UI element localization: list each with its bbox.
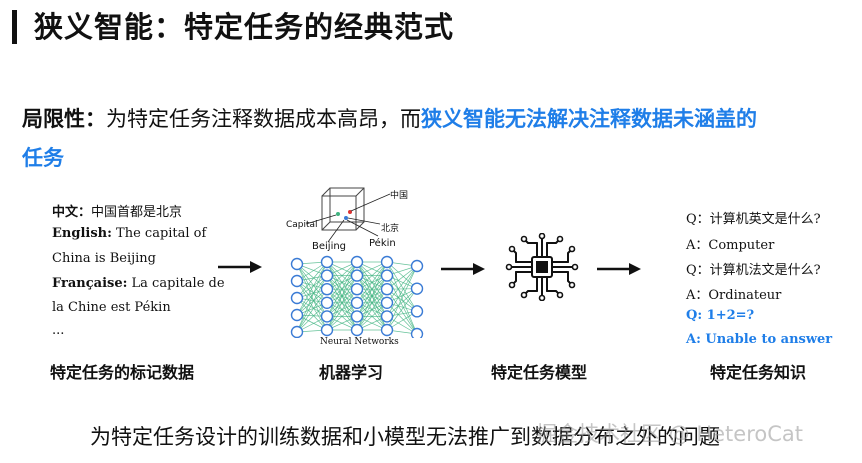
nn-edge	[326, 275, 358, 331]
nn-node	[380, 296, 394, 309]
page-title: 狭义智能：特定任务的经典范式	[34, 10, 455, 44]
nn-edge	[356, 275, 388, 331]
qa-line-highlight: A: Unable to answer	[686, 332, 833, 347]
nn-node	[320, 255, 334, 269]
nn-edge	[296, 275, 328, 333]
nn-edge	[296, 288, 328, 333]
nn-node	[410, 305, 424, 318]
nn-node	[290, 274, 304, 288]
nn-node	[350, 283, 364, 296]
stage-label-task-knowledge: 特定任务知识	[710, 363, 807, 382]
nn-edge	[296, 280, 328, 317]
nn-node	[290, 308, 304, 322]
nn-edge	[386, 288, 418, 331]
cube-label-zh: 中国	[390, 191, 409, 201]
nn-edge	[386, 265, 418, 304]
example-line: Française: La capitale de	[52, 276, 225, 291]
nn-edge	[296, 297, 328, 331]
nn-node	[410, 259, 424, 273]
nn-edge	[296, 261, 328, 299]
bottom-caption: 为特定任务设计的训练数据和小模型无法推广到数据分布之外的问题	[90, 425, 720, 449]
nn-edge	[326, 261, 358, 317]
nn-edge	[386, 275, 418, 312]
qa-line: A：Computer	[686, 238, 775, 253]
nn-node	[380, 283, 394, 296]
nn-edge	[296, 280, 328, 331]
stage-label-labeled-data: 特定任务的标记数据	[50, 363, 195, 382]
nn-caption: Neural Networks	[320, 337, 399, 347]
subtitle-line-1: 局限性：为特定任务注释数据成本高昂，而狭义智能无法解决注释数据未涵盖的	[22, 103, 757, 133]
nn-node	[320, 310, 334, 323]
nn-node	[290, 291, 304, 305]
nn-node	[410, 282, 424, 295]
example-line: China is Beijing	[52, 251, 156, 266]
neural-network-diagram	[290, 255, 424, 338]
nn-edge	[356, 261, 388, 290]
nn-edge	[296, 275, 328, 316]
nn-edge	[356, 302, 388, 331]
nn-node	[350, 310, 364, 323]
nn-edge	[386, 261, 418, 289]
example-line: la Chine est Pékin	[52, 300, 171, 315]
stage-label-machine-learning: 机器学习	[319, 363, 384, 382]
cube-label-capital: Capital	[286, 220, 318, 230]
nn-edge	[296, 275, 328, 299]
nn-node	[350, 269, 364, 282]
example-line: 中文：中国首都是北京	[52, 205, 183, 220]
nn-edge	[386, 288, 418, 312]
example-line: ...	[52, 323, 65, 338]
nn-node	[320, 283, 334, 296]
subtitle-highlight-2: 任务	[22, 146, 64, 170]
nn-node	[290, 325, 304, 338]
nn-edge	[386, 261, 418, 312]
nn-edge	[296, 288, 328, 316]
watermark: 掘金技术社区 @ HeteroCat	[536, 422, 804, 446]
subtitle-line-2: 任务	[22, 142, 64, 172]
nn-node	[350, 255, 364, 269]
stage-label-task-model: 特定任务模型	[491, 363, 588, 382]
nn-node	[350, 323, 364, 337]
qa-line-highlight: Q: 1+2=?	[686, 308, 755, 323]
nn-node	[320, 296, 334, 309]
nn-edge	[356, 261, 388, 317]
cube-label-pekin: Pékin	[369, 238, 396, 249]
nn-edge	[326, 261, 358, 290]
nn-edge	[356, 288, 388, 331]
subtitle-normal: 为特定任务注释数据成本高昂，而	[106, 107, 421, 131]
nn-node	[380, 255, 394, 269]
qa-line: Q：计算机英文是什么?	[686, 212, 821, 227]
arrow-right-icon	[218, 261, 262, 273]
nn-node	[380, 269, 394, 282]
example-line: English: The capital of	[52, 226, 207, 241]
nn-node	[320, 269, 334, 282]
subtitle-highlight-1: 狭义智能无法解决注释数据未涵盖的	[421, 107, 757, 131]
nn-edge	[296, 261, 328, 316]
nn-edge	[296, 302, 328, 333]
qa-line: A：Ordinateur	[686, 288, 782, 303]
qa-line: Q：计算机法文是什么?	[686, 263, 821, 278]
nn-edge	[326, 302, 358, 331]
nn-edge	[386, 288, 418, 317]
cube-label-beijing-en: Beijing	[312, 241, 347, 252]
nn-node	[320, 323, 334, 337]
nn-edge	[356, 261, 388, 304]
nn-edge	[386, 265, 418, 290]
title-accent-bar	[12, 10, 17, 44]
embedding-cube-icon	[305, 187, 391, 243]
nn-node	[290, 257, 304, 271]
nn-node	[380, 323, 394, 337]
subtitle-lead: 局限性：	[22, 107, 106, 131]
nn-node	[380, 310, 394, 323]
nn-node	[350, 296, 364, 309]
nn-edge	[326, 261, 358, 304]
arrow-right-icon	[441, 263, 485, 275]
nn-edge	[386, 265, 418, 317]
nn-edge	[326, 288, 358, 331]
nn-node	[410, 327, 424, 338]
arrow-right-icon	[597, 263, 641, 275]
cube-label-beijing-zh: 北京	[381, 224, 400, 234]
chip-model-icon	[505, 233, 579, 301]
